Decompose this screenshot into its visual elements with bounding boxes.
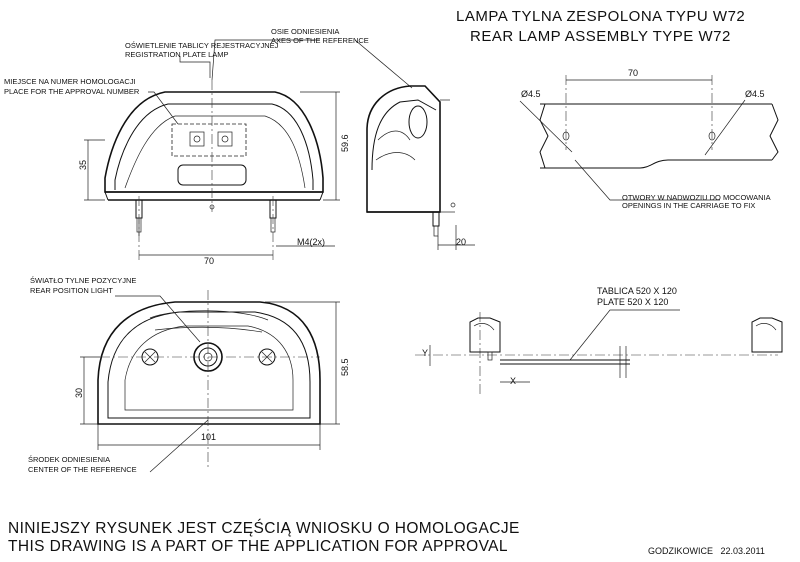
place-date: GODZIKOWICE 22.03.2011: [648, 546, 765, 556]
dim-58-5: 58.5: [340, 358, 350, 376]
side-view: [366, 85, 475, 250]
center-label-en: CENTER OF THE REFERENCE: [28, 465, 137, 474]
dim-phi-right: Ø4.5: [745, 89, 765, 99]
position-light-label-en: REAR POSITION LIGHT: [30, 286, 113, 295]
footer-pl: NINIEJSZY RYSUNEK JEST CZĘŚCIĄ WNIOSKU O…: [8, 520, 520, 537]
position-light-label-pl: ŚWIATŁO TYLNE POZYCYJNE: [30, 276, 137, 285]
mounting-view: [415, 309, 783, 395]
dim-20: 20: [456, 237, 467, 247]
dim-59-6: 59.6: [340, 134, 350, 152]
front-view: [84, 39, 413, 262]
dim-70-holes: 70: [628, 68, 639, 78]
dim-y: Y: [422, 348, 429, 358]
title-en: REAR LAMP ASSEMBLY TYPE W72: [470, 28, 731, 45]
plate-light-label-en: REGISTRATION PLATE LAMP: [125, 50, 229, 59]
center-label-pl: ŚRODEK ODNIESIENIA: [28, 455, 111, 464]
dim-30: 30: [74, 387, 84, 398]
holes-label-pl: OTWORY W NADWOZIU DO MOCOWANIA: [622, 193, 771, 202]
approval-label-en: PLACE FOR THE APPROVAL NUMBER: [4, 87, 140, 96]
axes-label-pl: OSIE ODNIESIENIA: [271, 27, 340, 36]
plate-label-en: PLATE 520 X 120: [597, 297, 669, 307]
footer-en: THIS DRAWING IS A PART OF THE APPLICATIO…: [8, 538, 508, 555]
approval-label-pl: MIEJSCE NA NUMER HOMOLOGACJI: [4, 77, 136, 86]
dim-35: 35: [78, 159, 88, 170]
dim-phi-left: Ø4.5: [521, 89, 541, 99]
rear-view: [80, 290, 340, 473]
holes-label-en: OPENINGS IN THE CARRIAGE TO FIX: [622, 201, 756, 210]
dim-m4: M4(2x): [297, 237, 326, 247]
holes-view: [519, 75, 779, 201]
dim-x: X: [510, 376, 517, 386]
axes-label-en: AXES OF THE REFERENCE: [271, 36, 369, 45]
dim-101: 101: [201, 432, 217, 442]
plate-light-label-pl: OŚWIETLENIE TABLICY REJESTRACYJNEJ: [125, 41, 279, 50]
plate-label-pl: TABLICA 520 X 120: [597, 286, 677, 296]
dim-70-front: 70: [204, 256, 215, 266]
title-pl: LAMPA TYLNA ZESPOLONA TYPU W72: [456, 8, 746, 25]
